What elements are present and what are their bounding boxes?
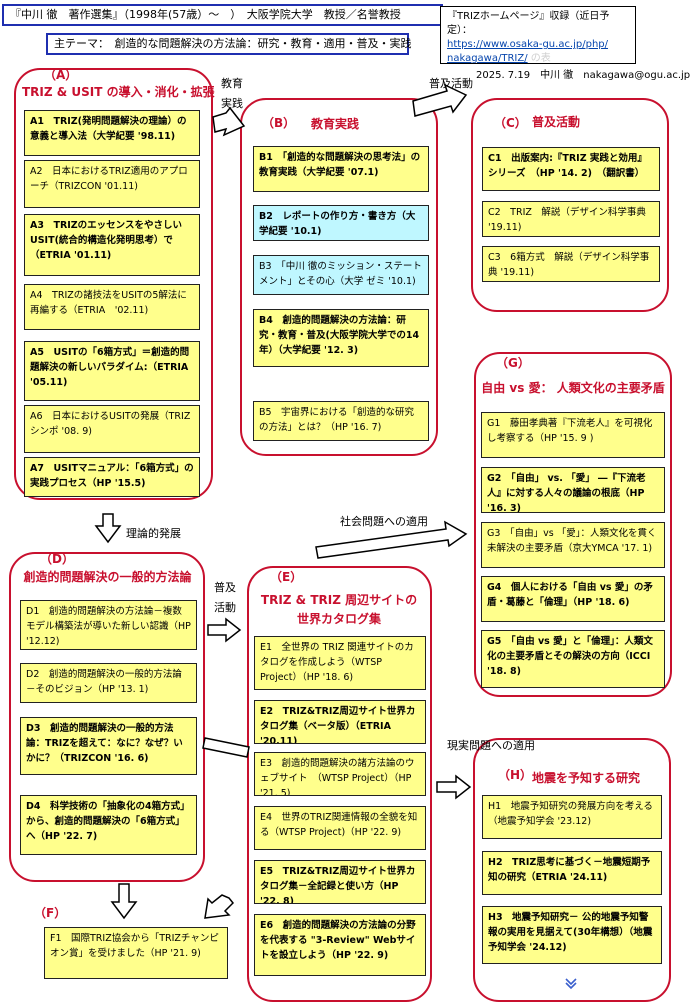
arrow-d-to-f — [110, 883, 138, 920]
item-h2[interactable]: H2 TRIZ思考に基づく－地震短期予知の研究（ETRIA '24.11) — [482, 851, 662, 895]
item-g3[interactable]: G3 「自由」vs 「愛」：人類文化を貫く未解決の主要矛盾（京大YMCA '17… — [481, 522, 665, 568]
author-line: 『中川 徹 著作選集』（1998年(57歳）〜 ） 大阪学院大学 教授／名誉教授 — [10, 8, 401, 21]
item-d2[interactable]: D2 創造的問題解決の一般的方法論 －そのビジョン（HP '13. 1) — [20, 663, 197, 703]
group-e-title-1: TRIZ & TRIZ 周辺サイトの — [260, 593, 418, 607]
label-genjitsu: 現実問題への適用 — [447, 739, 535, 752]
triz-homepage-label: 『TRIZホームページ』収録（近日予定）： — [447, 11, 610, 36]
label-shakai: 社会問題への適用 — [340, 515, 428, 528]
date-line: 2025. 7.19 中川 徹 nakagawa@ogu.ac.jp — [476, 70, 691, 81]
group-e-title-2: 世界カタログ集 — [296, 612, 381, 626]
triz-homepage-url-part1: https://www.osaka-gu.ac.jp/php/ — [447, 39, 609, 50]
group-h-letter: （H） — [498, 768, 533, 782]
group-h-title: 地震を予知する研究 — [531, 771, 640, 785]
triz-homepage-box: 『TRIZホームページ』収録（近日予定）： https://www.osaka-… — [440, 6, 636, 64]
item-g1[interactable]: G1 藤田孝典著『下流老人』を可視化し考察する（HP '15. 9 ) — [481, 412, 665, 458]
item-h1[interactable]: H1 地震予知研究の発展方向を考える（地震予知学会 '23.12) — [482, 795, 662, 839]
arrow-a-to-d — [94, 513, 122, 544]
item-b4[interactable]: B4 創造的問題解決の方法論：研究・教育・普及(大阪学院大学での14年）（大学紀… — [253, 309, 429, 367]
item-f1[interactable]: F1 国際TRIZ協会から「TRIZチャンピオン賞」を受けました（HP '21.… — [44, 927, 228, 979]
item-d3[interactable]: D3 創造的問題解決の一般的方法論：TRIZを超えて：なに？なぜ？いかに？（TR… — [20, 717, 197, 775]
label-riron: 理論的発展 — [126, 527, 181, 540]
item-a2[interactable]: A2 日本におけるTRIZ適用のアプローチ（TRIZCON '01.11) — [24, 160, 200, 208]
group-c-letter: （C） — [494, 116, 527, 130]
item-c1[interactable]: C1 出版案内:『TRIZ 実践と効用』シリーズ （HP '14. 2) （翻訳… — [482, 147, 660, 191]
item-a4[interactable]: A4 TRIZの諸技法をUSITの5解法に再編する（ETRIA '02.11) — [24, 284, 200, 330]
author-header: 『中川 徹 著作選集』（1998年(57歳）〜 ） 大阪学院大学 教授／名誉教授 — [2, 4, 443, 26]
group-a-title: TRIZ & USIT の導入・消化・拡張 — [22, 85, 215, 99]
item-e2[interactable]: E2 TRIZ&TRIZ周辺サイト世界カタログ集（ベータ版）（ETRIA '20… — [254, 700, 426, 744]
item-g4[interactable]: G4 個人における「自由 vs 愛」の矛盾・葛藤と「倫理」（HP '18. 6) — [481, 576, 665, 622]
group-b-letter: （B） — [262, 116, 296, 130]
arrow-a-to-b — [212, 106, 246, 137]
group-b-title: 教育実践 — [310, 117, 359, 131]
arrow-e-to-h — [436, 774, 472, 800]
item-a7[interactable]: A7 USITマニュアル：「6箱方式」の実践プロセス（HP '15.5) — [24, 457, 200, 497]
group-d-title: 創造的問題解決の一般的方法論 — [23, 570, 192, 584]
triz-homepage-url-part2: nakagawa/TRIZ/ — [447, 53, 528, 64]
item-e5[interactable]: E5 TRIZ&TRIZ周辺サイト世界カタログ集－全記録と使い方（HP '22.… — [254, 860, 426, 904]
item-e6[interactable]: E6 創造的問題解決の方法論の分野を代表する "3-Review" Webサイト… — [254, 914, 426, 976]
arrow-e-to-f — [204, 894, 235, 919]
arrow-to-g — [315, 520, 468, 559]
item-e3[interactable]: E3 創造的問題解決の諸方法論のウェブサイト （WTSP Project）（HP… — [254, 752, 426, 796]
triz-homepage-link-2[interactable]: nakagawa/TRIZ/ — [447, 53, 528, 64]
item-e4[interactable]: E4 世界のTRIZ関連情報の全貌を知る（WTSP Project)（HP '2… — [254, 806, 426, 850]
item-a3[interactable]: A3 TRIZのエッセンスをやさしいUSIT(統合的構造化発明思考）で（ETRI… — [24, 214, 200, 276]
triz-homepage-watermark: の表 — [530, 53, 551, 64]
item-a5[interactable]: A5 USITの「6箱方式」＝創造的問題解決の新しいパラダイム:（ETRIA '… — [24, 341, 200, 401]
triz-homepage-link[interactable]: https://www.osaka-gu.ac.jp/php/ — [447, 38, 629, 52]
item-a6[interactable]: A6 日本におけるUSITの発展（TRIZシンポ '08. 9) — [24, 405, 200, 453]
arrow-b-to-c — [412, 83, 468, 117]
group-a-letter: （A） — [44, 68, 78, 82]
item-d4[interactable]: D4 科学技術の「抽象化の4箱方式」から、創造的問題解決の「6箱方式」へ（HP … — [20, 795, 197, 855]
item-g2[interactable]: G2 「自由」 vs. 「愛」 ―『下流老人』に対する人々の議論の根底（HP '… — [481, 467, 665, 513]
label-katsudo: 活動 — [214, 601, 236, 614]
label-fukyu: 普及 — [214, 581, 236, 594]
item-h3[interactable]: H3 地震予知研究－ 公的地震予知警報の実用を見据えて(30年構想）（地震予知学… — [482, 906, 662, 964]
label-fukyu-katsudo: 普及活動 — [429, 77, 473, 90]
item-b3[interactable]: B3 「中川 徹のミッション・ステートメント」とその心（大学 ゼミ '10.1) — [253, 255, 429, 295]
group-e-letter: （E） — [270, 570, 303, 584]
label-kyoiku: 教育 — [221, 77, 243, 90]
arrow-d-to-e — [207, 617, 242, 643]
label-jissen: 実践 — [221, 97, 243, 110]
item-a1[interactable]: A1 TRIZ(発明問題解決の理論）の意義と導入法（大学紀要 '98.11) — [24, 110, 200, 156]
theme-line: 主テーマ： 創造的な問題解決の方法論：研究・教育・適用・普及・実践 — [54, 37, 412, 50]
item-g5[interactable]: G5 「自由 vs 愛」と「倫理」：人類文化の主要矛盾とその解決の方向（ICCI… — [481, 630, 665, 688]
group-c-title: 普及活動 — [531, 115, 580, 129]
item-b2[interactable]: B2 レポートの作り方・書き方（大学紀要 '10.1) — [253, 205, 429, 241]
group-d-letter: （D） — [40, 552, 74, 566]
item-c2[interactable]: C2 TRIZ 解説（デザイン科学事典 '19.11) — [482, 201, 660, 237]
item-b1[interactable]: B1 「創造的な問題解決の思考法」の教育実践（大学紀要 '07.1) — [253, 146, 429, 192]
group-g-title: 自由 vs 愛： 人類文化の主要矛盾 — [481, 381, 665, 395]
arrow-d-to-e-link — [202, 737, 250, 758]
group-f-letter: （F） — [34, 906, 67, 920]
item-d1[interactable]: D1 創造的問題解決の方法論－複数モデル構築法が導いた新しい認識（HP '12.… — [20, 600, 197, 650]
theme-header: 主テーマ： 創造的な問題解決の方法論：研究・教育・適用・普及・実践 — [46, 33, 412, 55]
group-g-letter: （G） — [496, 356, 530, 370]
chevron-down-icon[interactable] — [564, 976, 578, 993]
item-c3[interactable]: C3 6箱方式 解説（デザイン科学事典 '19.11) — [482, 246, 660, 282]
item-b5[interactable]: B5 宇宙界における「創造的な研究の方法」とは？（HP '16. 7) — [253, 401, 429, 441]
item-e1[interactable]: E1 全世界の TRIZ 関連サイトのカタログを作成しよう（WTSP Proje… — [254, 636, 426, 690]
